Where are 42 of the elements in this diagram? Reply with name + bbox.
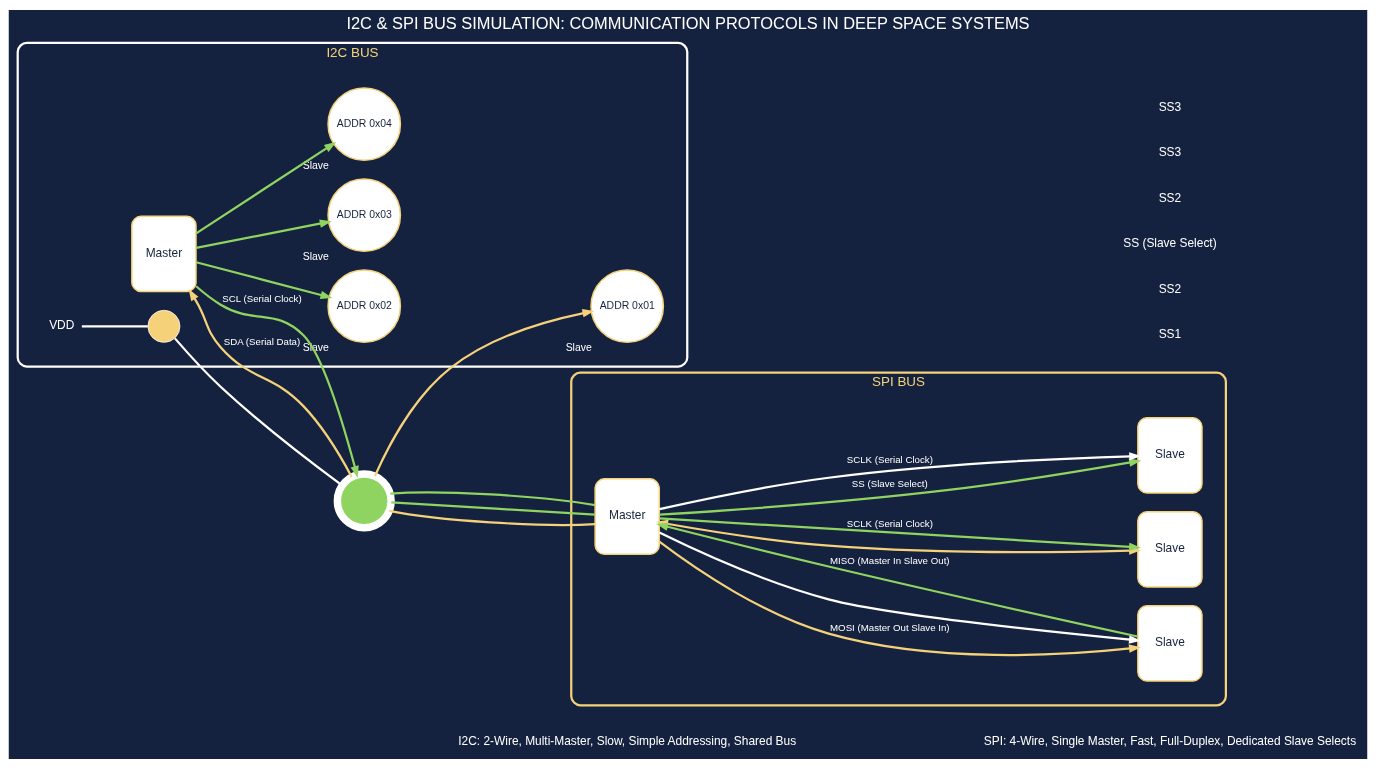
connector <box>81 324 148 327</box>
arrow <box>195 219 332 249</box>
arrow <box>195 260 333 299</box>
node-text: VDD <box>49 317 75 332</box>
node-circle: ADDR 0x01 <box>590 268 665 343</box>
connector <box>391 500 596 516</box>
arrow <box>659 457 1142 516</box>
node-label: Slave <box>302 159 329 171</box>
diagram-title: I2C & SPI BUS SIMULATION: COMMUNICATION PROTOCOLS IN DEEP SPACE SYSTEMS <box>346 13 1030 32</box>
edge-label: MOSI (Master Out Slave In) <box>830 621 950 633</box>
node-box: Slave <box>1137 416 1203 494</box>
label: I2C: 2-Wire, Multi-Master, Slow, Simple Addressing, Shared Bus <box>458 733 797 748</box>
node-box: Master <box>131 215 197 292</box>
node-box: Slave <box>1137 510 1203 588</box>
node-circle: ADDR 0x04 <box>327 86 402 161</box>
node-circle: ADDR 0x03 <box>327 177 402 252</box>
label: SS2 <box>1158 281 1182 296</box>
label: SS2 <box>1158 190 1182 205</box>
connector <box>390 490 596 506</box>
connector <box>174 337 343 486</box>
edge-label: MISO (Master In Slave Out) <box>830 554 950 566</box>
label: SS (Slave Select) <box>1123 235 1217 250</box>
connector <box>389 509 596 526</box>
label: SS1 <box>1158 326 1182 341</box>
edge-label: SCLK (Serial Clock) <box>846 453 933 465</box>
label: SS3 <box>1158 144 1182 159</box>
node-label: Slave <box>302 250 329 262</box>
edge-label: SCLK (Serial Clock) <box>846 517 933 529</box>
node-box: Slave <box>1137 604 1203 682</box>
arrow <box>373 308 595 476</box>
arrow <box>195 141 337 234</box>
node-label: Slave <box>565 341 592 353</box>
label: SPI: 4-Wire, Single Master, Fast, Full-Duplex, Dedicated Slave Selects <box>983 733 1357 748</box>
edge-label: SDA (Serial Data) <box>223 335 301 347</box>
label: SS3 <box>1158 99 1182 114</box>
edge-label: SCL (Serial Clock) <box>222 292 302 304</box>
edge-label: SS (Slave Select) <box>851 477 928 489</box>
node-circle <box>333 469 395 531</box>
node-box: Master <box>594 477 661 555</box>
arrow <box>659 451 1142 510</box>
node-circle: ADDR 0x02 <box>327 268 402 343</box>
node-circle <box>147 309 181 343</box>
